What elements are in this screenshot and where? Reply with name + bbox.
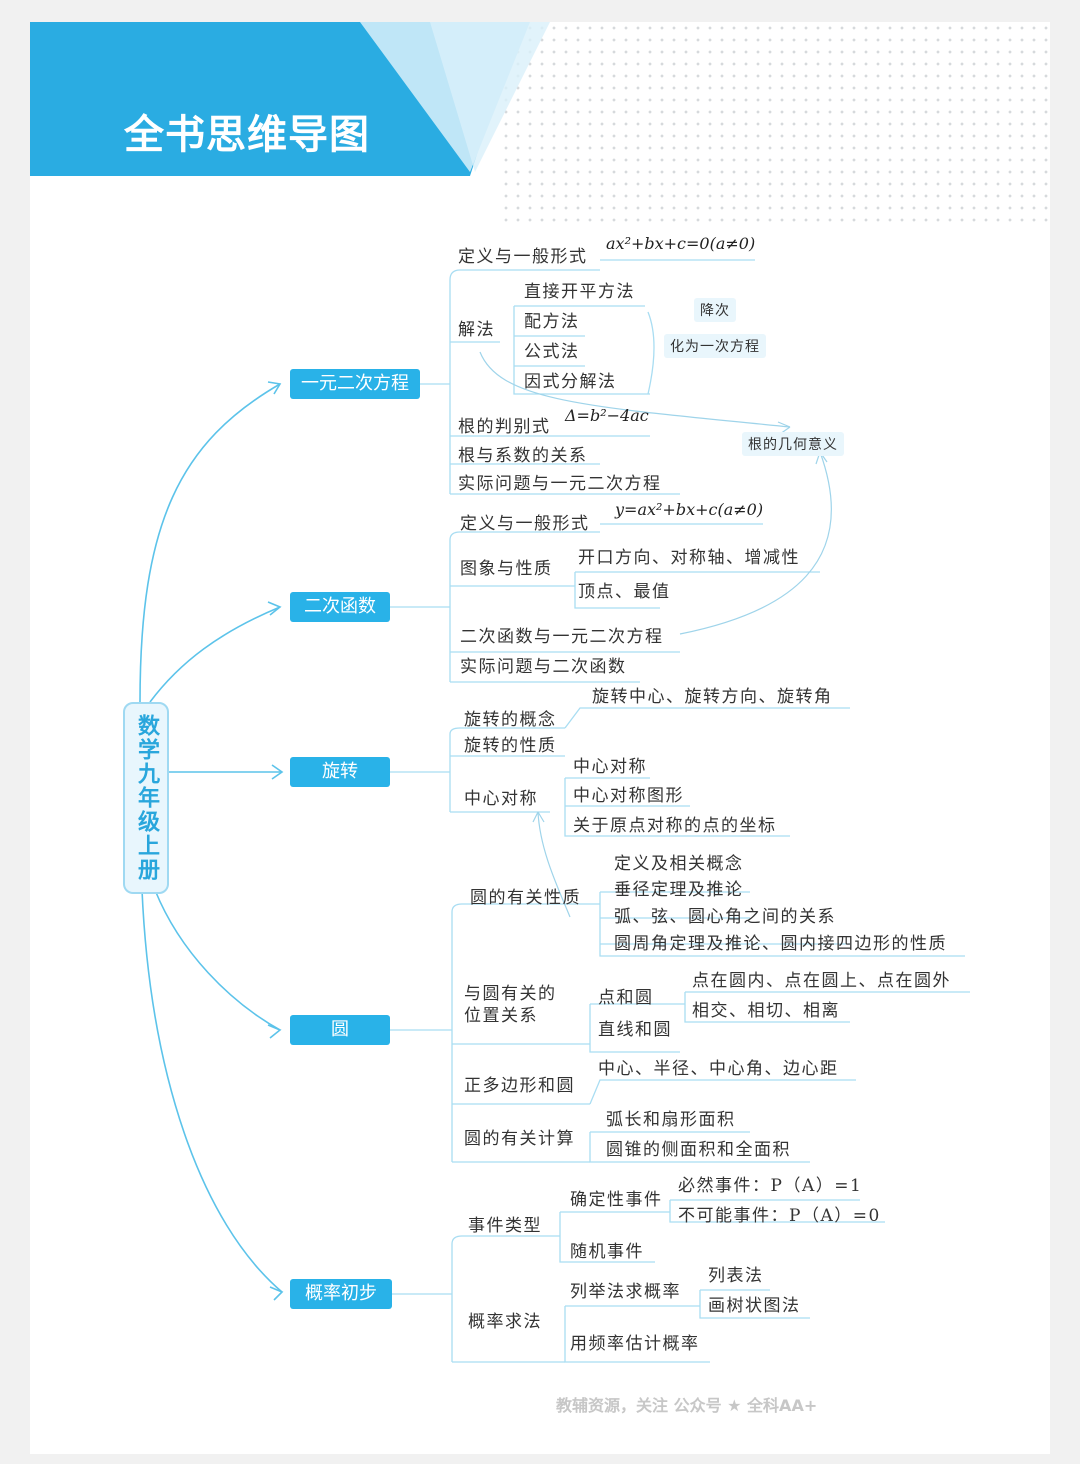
node-label: 圆锥的侧面积和全面积: [606, 1140, 791, 1160]
node-label: 旋转中心、旋转方向、旋转角: [592, 687, 833, 707]
node-label: 圆的有关性质: [470, 888, 581, 908]
node-label: 点在圆内、点在圆上、点在圆外: [692, 971, 951, 991]
node-label: 圆的有关计算: [464, 1129, 575, 1149]
dot-pattern: [500, 22, 1050, 222]
node-label: 必然事件：P（A）=1: [678, 1176, 863, 1196]
node-label: 正多边形和圆: [464, 1076, 575, 1096]
node-label: 相交、相切、相离: [692, 1001, 840, 1021]
node-label: 解法: [458, 320, 495, 340]
node-label: 定义及相关概念: [614, 854, 744, 874]
node-label: 实际问题与二次函数: [460, 657, 627, 677]
node-label: 位置关系: [464, 1006, 538, 1026]
watermark: 教辅资源，关注 公众号 ★ 全科AA+: [556, 1396, 818, 1415]
node-label: 概率求法: [468, 1312, 542, 1332]
branch-probability: 概率初步: [290, 1279, 392, 1309]
node-label: 实际问题与一元二次方程: [458, 474, 662, 494]
formula: Δ=b²−4ac: [565, 406, 649, 425]
node-label: 随机事件: [570, 1242, 644, 1262]
node-label: 列表法: [708, 1266, 764, 1286]
node-label: 图象与性质: [460, 559, 553, 579]
note-label: 化为一次方程: [664, 334, 766, 358]
node-label: 定义与一般形式: [458, 247, 588, 267]
root-node: 数学九年级上册: [123, 702, 169, 894]
node-label: 公式法: [524, 342, 580, 362]
node-label: 顶点、最值: [578, 582, 671, 602]
node-label: 中心对称: [464, 789, 538, 809]
node-label: 垂径定理及推论: [614, 880, 744, 900]
node-label: 直线和圆: [598, 1020, 672, 1040]
header-decoration: [360, 22, 550, 176]
formula: ax²+bx+c=0(a≠0): [606, 234, 756, 253]
branch-quadratic-function: 二次函数: [290, 592, 390, 622]
node-label: 中心对称: [573, 757, 647, 777]
node-label: 旋转的性质: [464, 736, 557, 756]
page: 全书思维导图: [30, 22, 1050, 1454]
node-label: 用频率估计概率: [570, 1334, 700, 1354]
node-label: 点和圆: [598, 988, 654, 1008]
branch-circle: 圆: [290, 1015, 390, 1045]
node-label: 根与系数的关系: [458, 446, 588, 466]
page-title: 全书思维导图: [124, 112, 370, 158]
node-label: 弧长和扇形面积: [606, 1110, 736, 1130]
root-label: 数学九年级上册: [134, 714, 159, 882]
node-label: 列举法求概率: [570, 1282, 681, 1302]
node-label: 画树状图法: [708, 1296, 801, 1316]
formula: y=ax²+bx+c(a≠0): [615, 500, 764, 519]
node-label: 因式分解法: [524, 372, 617, 392]
node-label: 弧、弦、圆心角之间的关系: [614, 907, 836, 927]
branch-quadratic-equation: 一元二次方程: [290, 369, 420, 399]
node-label: 中心对称图形: [573, 786, 684, 806]
node-label: 中心、半径、中心角、边心距: [598, 1059, 839, 1079]
node-label: 事件类型: [468, 1216, 542, 1236]
node-label: 定义与一般形式: [460, 514, 590, 534]
note-label: 降次: [694, 298, 736, 322]
node-label: 确定性事件: [570, 1190, 663, 1210]
branch-rotation: 旋转: [290, 757, 390, 787]
node-label: 与圆有关的: [464, 984, 557, 1004]
node-label: 二次函数与一元二次方程: [460, 627, 664, 647]
node-label: 旋转的概念: [464, 710, 557, 730]
node-label: 开口方向、对称轴、增减性: [578, 548, 800, 568]
node-label: 关于原点对称的点的坐标: [573, 816, 777, 836]
connector-lines: [139, 259, 970, 1363]
note-label: 根的几何意义: [742, 432, 844, 456]
node-label: 圆周角定理及推论、圆内接四边形的性质: [614, 934, 947, 954]
node-label: 直接开平方法: [524, 282, 635, 302]
node-label: 不可能事件：P（A）=0: [678, 1206, 881, 1226]
node-label: 根的判别式: [458, 417, 551, 437]
node-label: 配方法: [524, 312, 580, 332]
